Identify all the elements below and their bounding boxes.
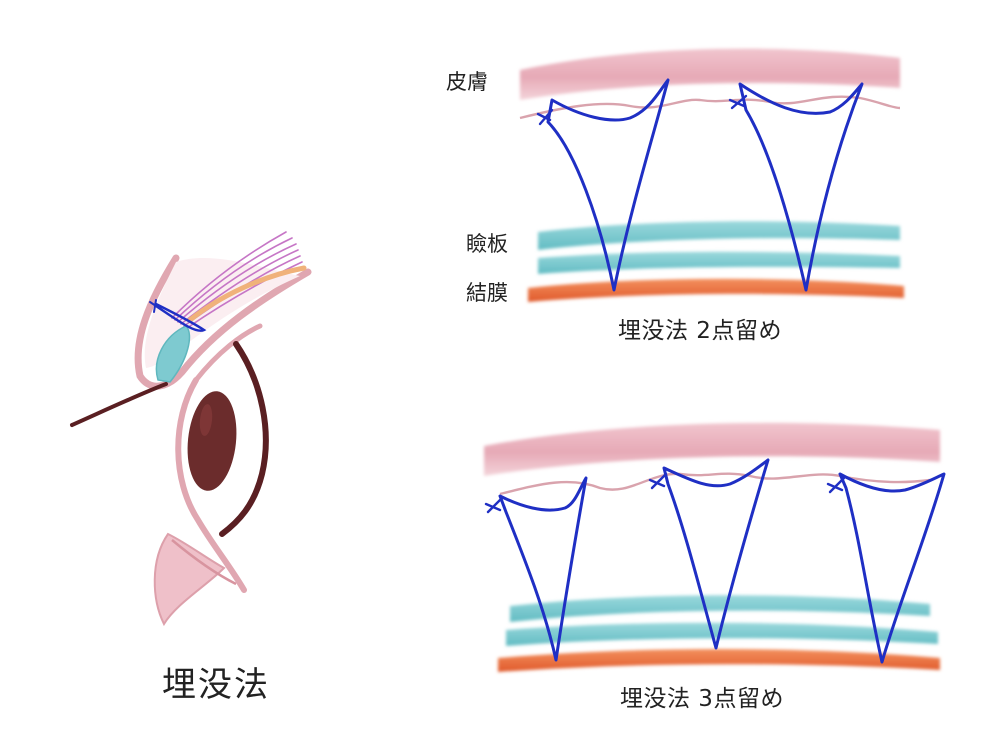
sutures-3pt (498, 458, 946, 664)
knots-3pt (484, 472, 846, 514)
skin-line-2pt (519, 95, 901, 120)
cornea-curve (219, 341, 269, 537)
lower-lid-line (171, 539, 237, 586)
conjunctiva-band-3pt (498, 649, 940, 672)
sutures-2pt (546, 78, 864, 292)
label-tarsus: 瞼板 (466, 232, 508, 256)
tarsus-band2-2pt (538, 251, 900, 274)
skin-band-3pt (484, 422, 940, 476)
tarsus-band-2pt (538, 221, 900, 250)
eye-upper-edge (193, 323, 263, 383)
label-conjunctiva: 結膜 (466, 281, 508, 305)
lower-lid (153, 532, 226, 627)
conjunctiva-band-2pt (528, 278, 904, 302)
main-title: 埋没法 (162, 665, 270, 705)
iris (187, 391, 237, 491)
knots-2pt (536, 94, 748, 126)
caption-two-point: 埋没法 2点留め (618, 318, 782, 344)
skin-band-2pt (520, 48, 900, 100)
upper-brow-line (70, 382, 168, 427)
lid-suture-loop (154, 302, 207, 332)
label-skin: 皮膚 (446, 70, 488, 94)
two-point-diagram (519, 48, 904, 302)
tarsus-band-3pt (510, 595, 930, 622)
tarsus-band2-3pt (506, 622, 938, 646)
lid-suture-knot (149, 299, 163, 313)
three-point-diagram (484, 422, 946, 672)
eye-cross-section (70, 231, 312, 627)
iris-highlight (199, 404, 213, 436)
skin-line-3pt (499, 472, 931, 496)
eye-outline (175, 377, 247, 593)
caption-three-point: 埋没法 3点留め (620, 686, 784, 712)
orbicularis-layer (187, 265, 307, 323)
